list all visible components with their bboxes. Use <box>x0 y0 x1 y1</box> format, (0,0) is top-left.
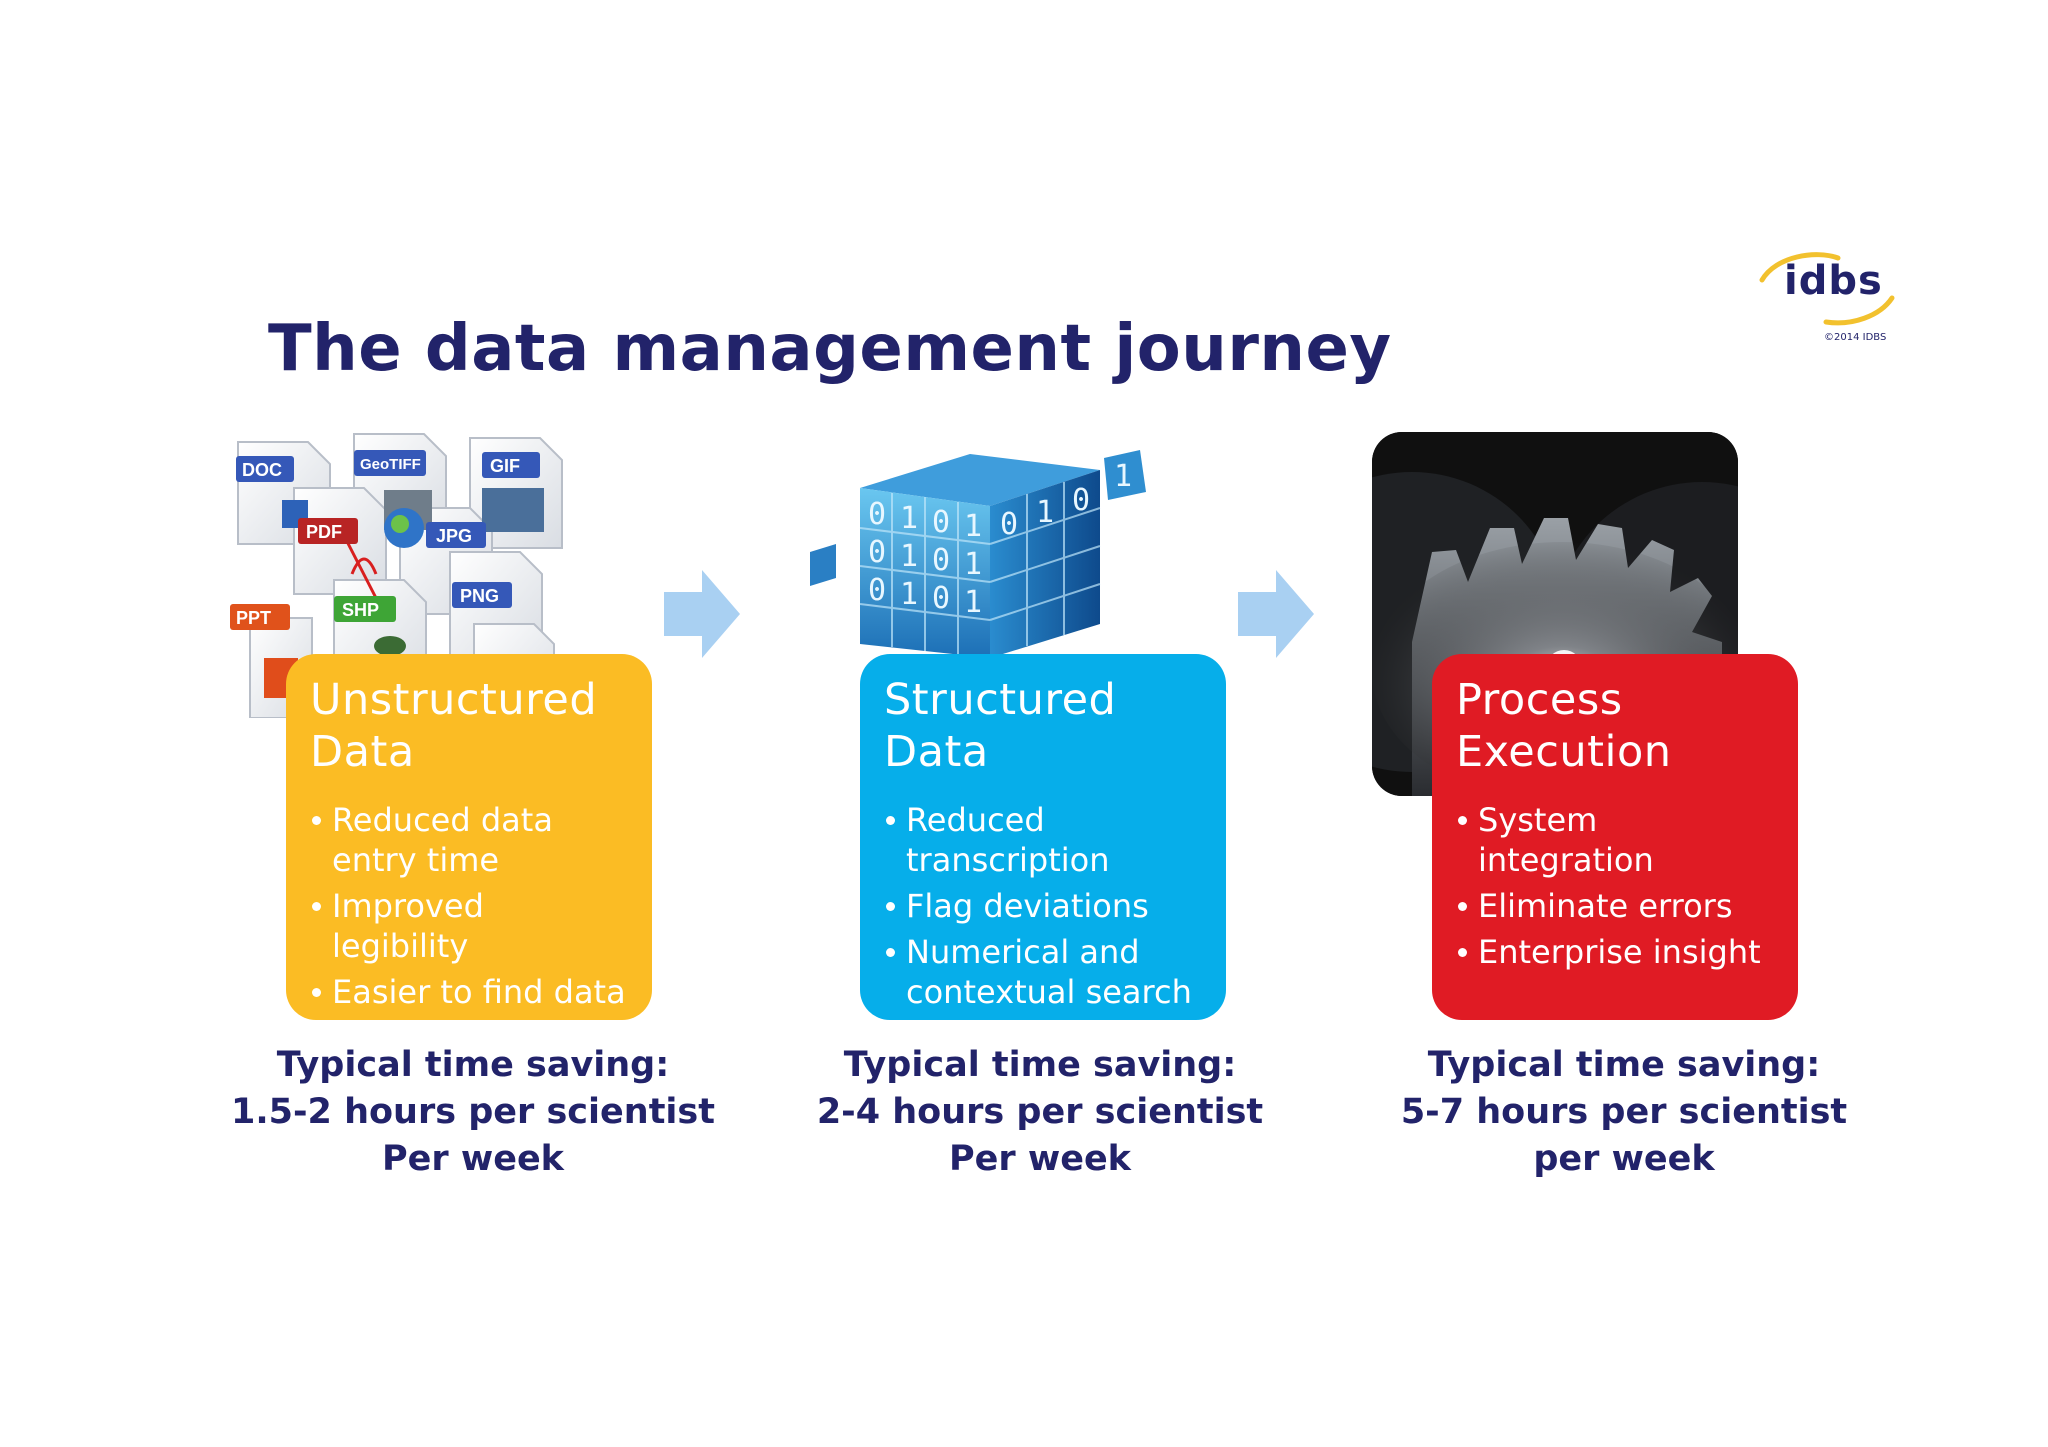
benefit-item: Improved legibility <box>310 886 630 966</box>
benefit-item: Reduced transcription <box>884 800 1204 880</box>
file-label-png: PNG <box>460 586 499 606</box>
file-label-pdf: PDF <box>306 522 342 542</box>
file-label-doc: DOC <box>242 460 282 480</box>
cube-digit: 0 <box>932 543 950 578</box>
right-arrow-icon <box>664 570 740 658</box>
time-saving-caption: Typical time saving: 5-7 hours per scien… <box>1400 1045 1848 1179</box>
cube-digit: 1 <box>964 509 982 544</box>
file-label-shp: SHP <box>342 600 379 620</box>
cube-digit: 1 <box>1036 495 1054 530</box>
file-label-geotiff: GeoTIFF <box>360 456 421 473</box>
benefit-item: Eliminate errors <box>1456 886 1776 926</box>
benefit-item: Enterprise insight <box>1456 932 1776 972</box>
stage-card-structured-data: Structured Data Reduced transcription Fl… <box>860 654 1226 1020</box>
benefit-item: Easier to find data <box>310 972 630 1012</box>
cube-digit: 0 <box>932 505 950 540</box>
benefit-item: System integration <box>1456 800 1776 880</box>
cube-digit: 0 <box>868 497 886 532</box>
time-saving-caption: Typical time saving: 2-4 hours per scien… <box>816 1045 1264 1179</box>
stage-card-process-execution: Process Execution System integration Eli… <box>1432 654 1798 1020</box>
benefit-list: System integration Eliminate errors Ente… <box>1456 800 1776 972</box>
cube-digit: 0 <box>1000 507 1018 542</box>
logo-swoosh-icon <box>1759 252 1895 326</box>
cube-digit: 0 <box>932 581 950 616</box>
right-arrow-icon <box>1238 570 1314 658</box>
file-label-ppt: PPT <box>236 608 271 628</box>
idbs-logo: idbs ©2014 IDBS <box>1756 250 1906 346</box>
cube-digit: 1 <box>964 585 982 620</box>
cube-digit: 1 <box>900 501 918 536</box>
cube-digit: 0 <box>1072 483 1090 518</box>
stage-card-unstructured-data: Unstructured Data Reduced data entry tim… <box>286 654 652 1020</box>
benefit-item: Numerical and contextual search <box>884 932 1204 1012</box>
cube-digit: 1 <box>900 539 918 574</box>
cube-digit: 0 <box>868 535 886 570</box>
page-title: The data management journey <box>268 312 1392 386</box>
card-heading: Process Execution <box>1456 675 1672 777</box>
benefit-item: Reduced data entry time <box>310 800 630 880</box>
card-heading: Unstructured Data <box>310 675 598 777</box>
cube-digit: 1 <box>964 547 982 582</box>
benefit-item: Flag deviations <box>884 886 1204 926</box>
cube-digit: 1 <box>900 577 918 612</box>
benefit-list: Reduced transcription Flag deviations Nu… <box>884 800 1204 1012</box>
card-heading: Structured Data <box>884 675 1117 777</box>
cube-digit: 0 <box>868 573 886 608</box>
copyright-text: ©2014 IDBS <box>1824 332 1887 343</box>
file-label-gif: GIF <box>490 456 520 476</box>
cube-digit: 1 <box>1114 459 1132 494</box>
benefit-list: Reduced data entry time Improved legibil… <box>310 800 630 1012</box>
data-cube-icon: 0 1 0 1 0 1 0 1 0 1 0 1 0 1 0 1 <box>810 450 1146 658</box>
data-cube-image: 0 1 0 1 0 1 0 1 0 1 0 1 0 1 0 1 <box>800 448 1170 658</box>
logo-wordmark: idbs <box>1784 258 1883 304</box>
time-saving-caption: Typical time saving: 1.5-2 hours per sci… <box>231 1045 715 1179</box>
file-label-jpg: JPG <box>436 526 472 546</box>
